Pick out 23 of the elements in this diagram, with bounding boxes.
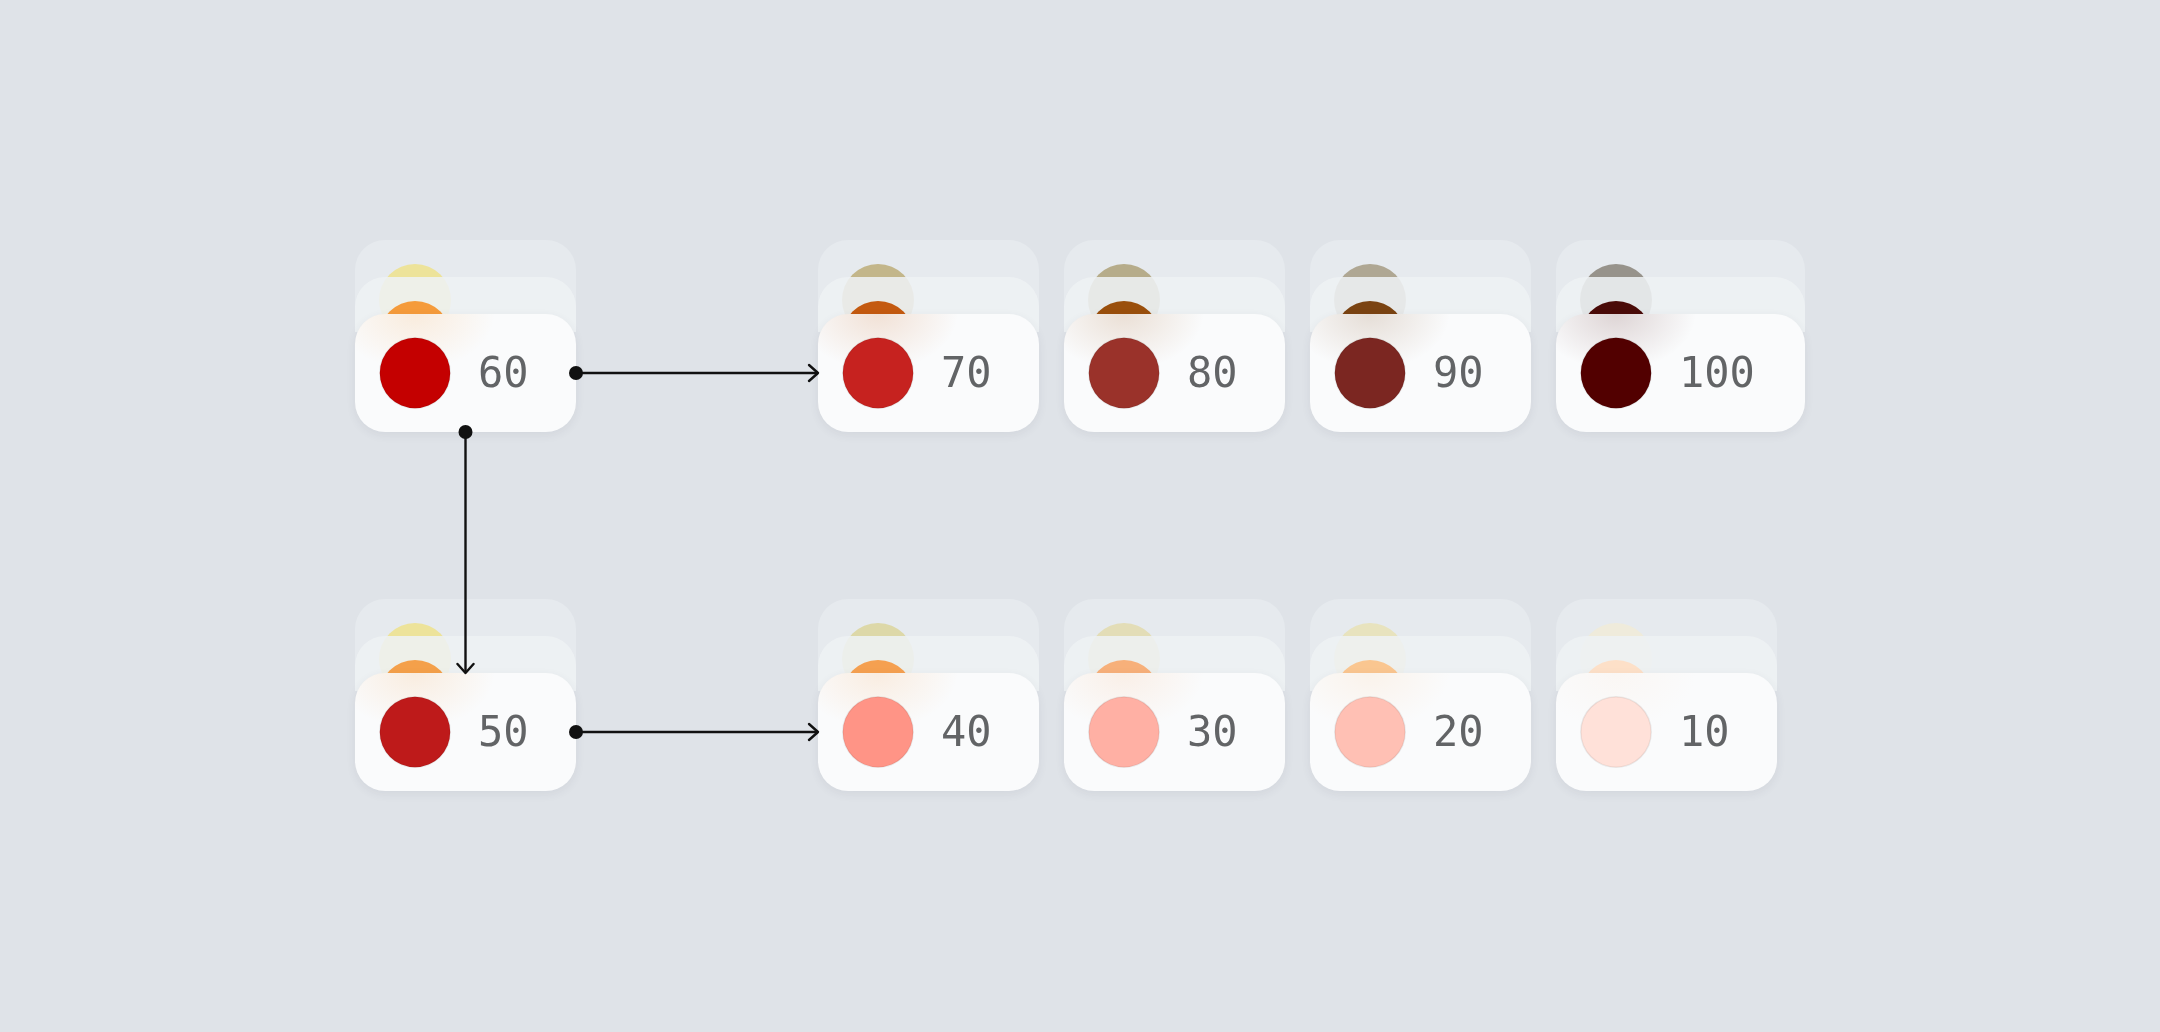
shade-value: 60 <box>478 352 529 394</box>
swatch-card <box>355 673 576 791</box>
swatch-card <box>1310 673 1531 791</box>
shade-value: 100 <box>1679 352 1755 394</box>
swatch-card <box>818 673 1039 791</box>
shade-value: 30 <box>1187 711 1238 753</box>
swatch-card <box>355 314 576 432</box>
swatch-card <box>1064 314 1285 432</box>
arrow <box>569 363 820 383</box>
shade-value: 90 <box>1433 352 1484 394</box>
shade-value: 80 <box>1187 352 1238 394</box>
shade-value: 50 <box>478 711 529 753</box>
shade-value: 70 <box>941 352 992 394</box>
shade-value: 20 <box>1433 711 1484 753</box>
shade-value: 40 <box>941 711 992 753</box>
swatch-card <box>818 314 1039 432</box>
swatch-card <box>1064 673 1285 791</box>
shade-value: 10 <box>1679 711 1730 753</box>
arrow <box>569 722 820 742</box>
arrow <box>456 425 475 675</box>
swatch-card <box>1310 314 1531 432</box>
swatch-card <box>1556 673 1777 791</box>
swatch-card <box>1556 314 1805 432</box>
